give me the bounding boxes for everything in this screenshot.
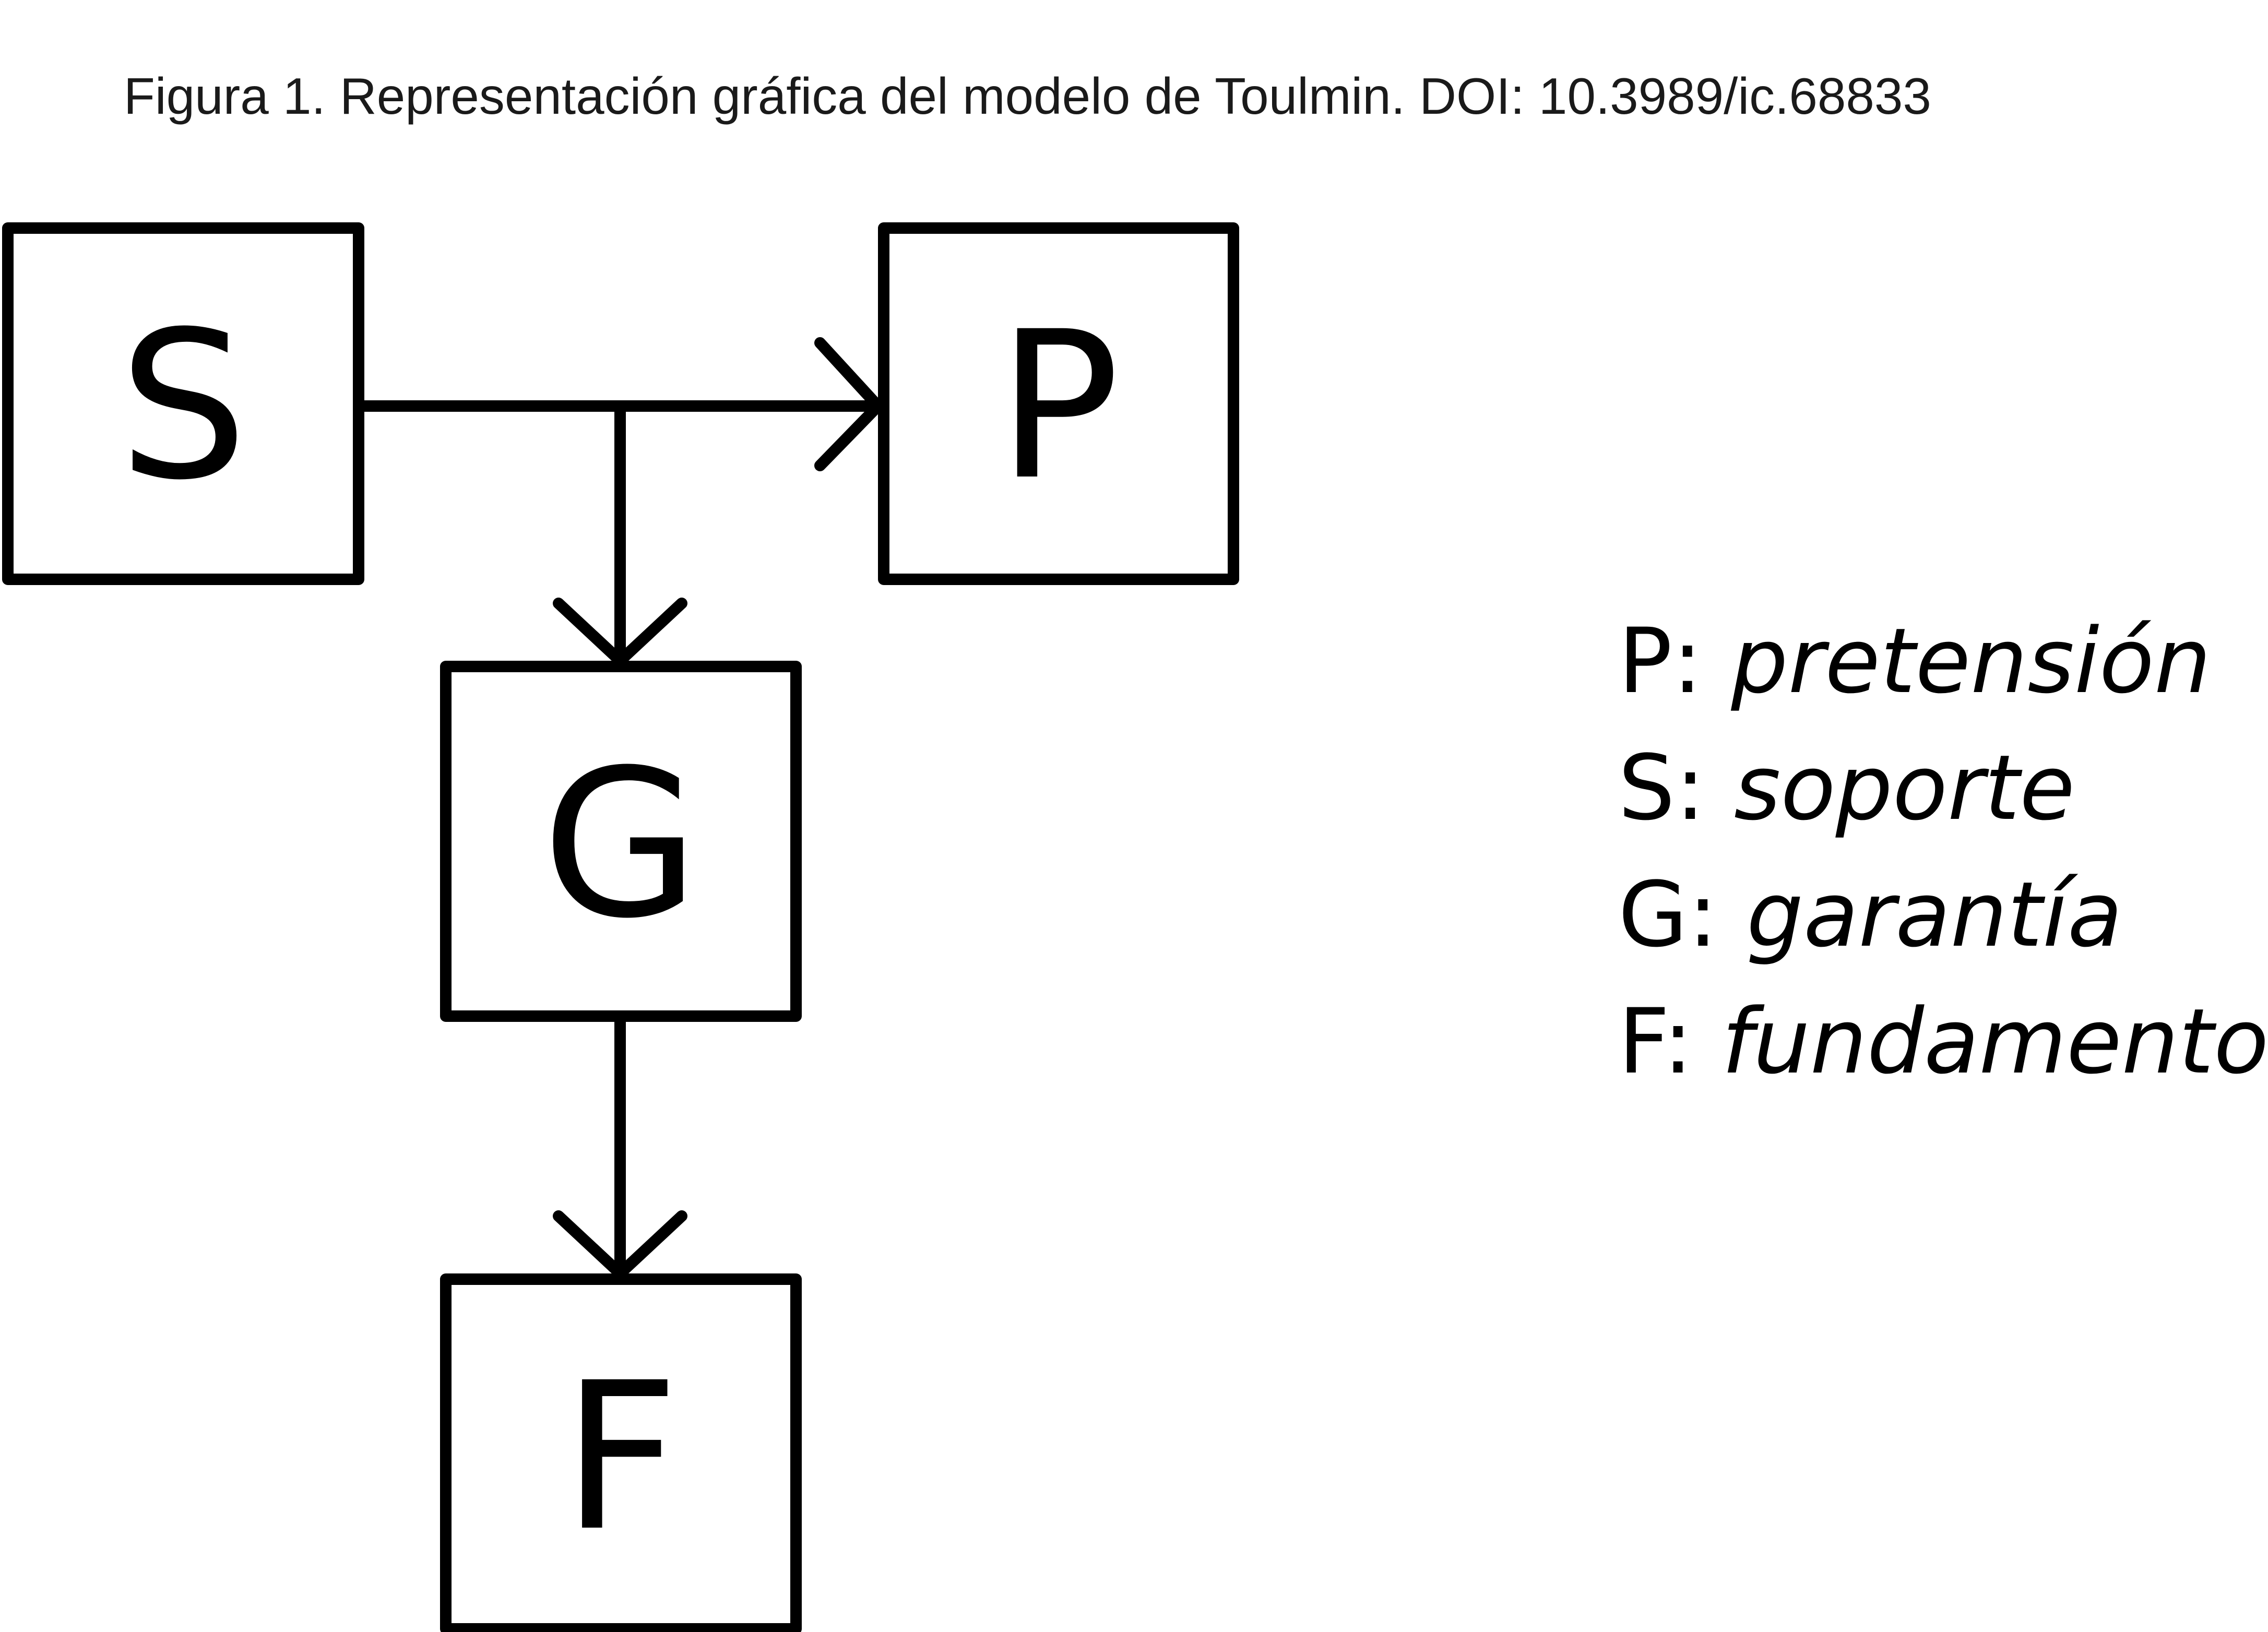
legend-description: soporte bbox=[1733, 735, 2075, 840]
legend-item: S: soporte bbox=[1618, 724, 2268, 851]
node-box-p bbox=[878, 222, 1239, 585]
legend-key: G: bbox=[1618, 862, 1718, 967]
figure-caption: Figura 1. Representación gráfica del mod… bbox=[124, 67, 1931, 125]
arrowhead-p bbox=[814, 337, 884, 471]
legend: P: pretensión S: soporte G: garantía F: … bbox=[1618, 598, 2268, 1105]
node-label-f: F bbox=[562, 1339, 679, 1576]
legend-description: garantía bbox=[1746, 862, 2123, 967]
arrowhead-g bbox=[553, 598, 687, 666]
legend-item: P: pretensión bbox=[1618, 598, 2268, 724]
legend-description: pretensión bbox=[1731, 609, 2211, 713]
node-label-s: S bbox=[118, 288, 248, 525]
node-label-g: G bbox=[542, 726, 699, 963]
legend-item: G: garantía bbox=[1618, 851, 2268, 978]
arrowhead-f bbox=[553, 1210, 687, 1279]
node-label-p: P bbox=[997, 288, 1120, 525]
legend-key: F: bbox=[1618, 989, 1693, 1094]
legend-description: fundamento bbox=[1721, 989, 2268, 1094]
legend-item: F: fundamento bbox=[1618, 978, 2268, 1105]
legend-key: S: bbox=[1618, 735, 1706, 840]
legend-key: P: bbox=[1618, 609, 1703, 713]
node-box-f bbox=[440, 1273, 802, 1632]
